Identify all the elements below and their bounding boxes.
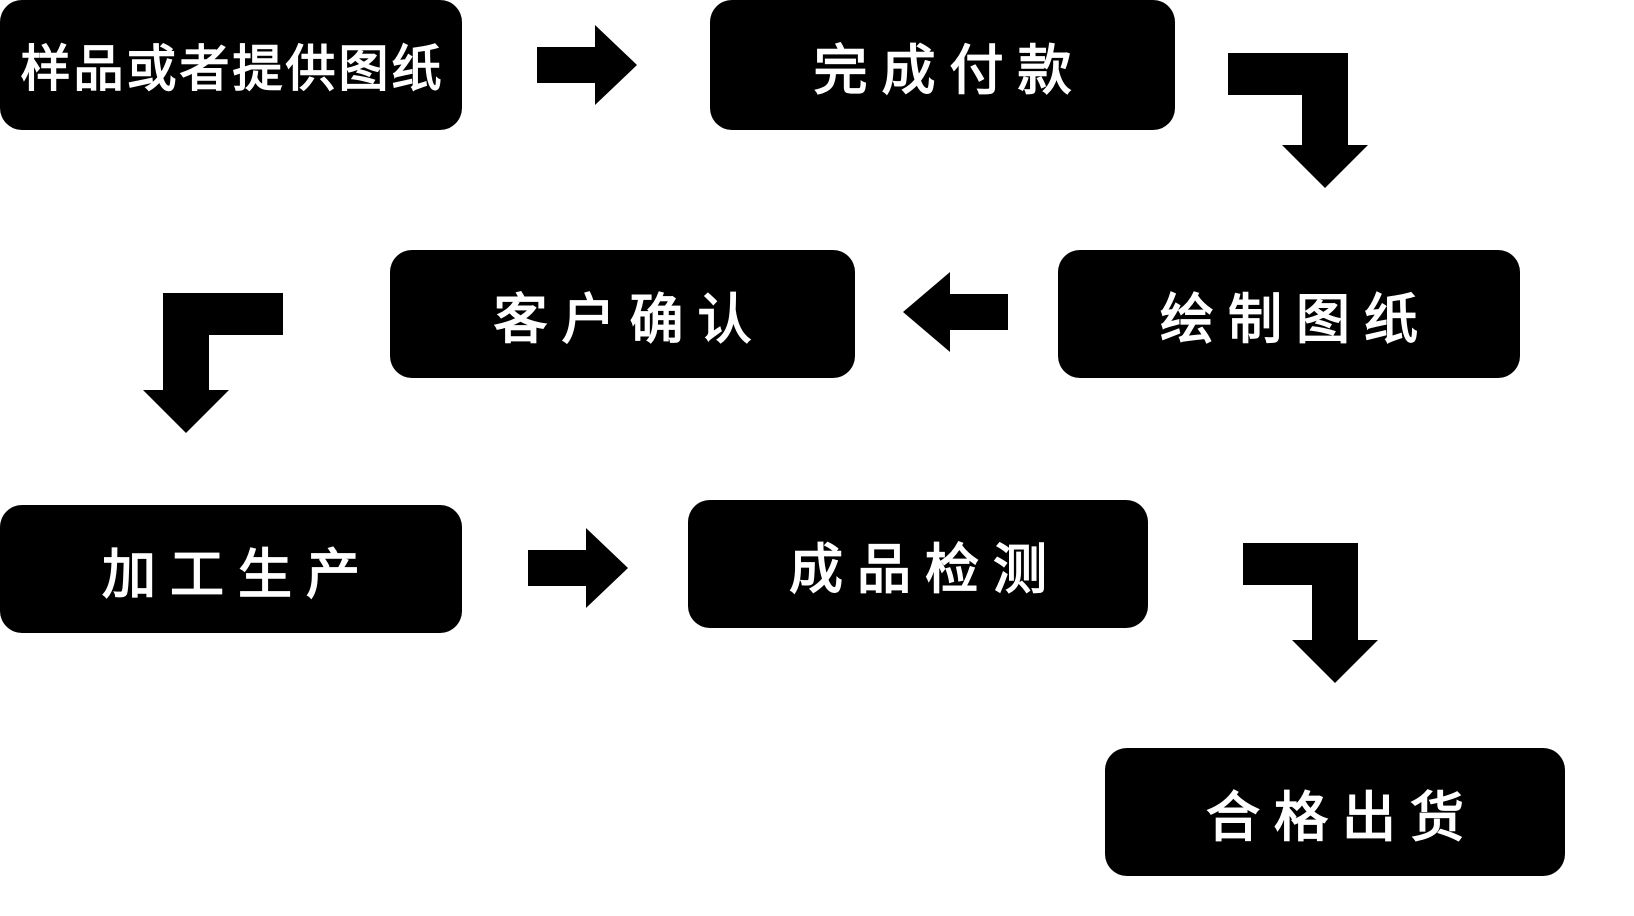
arrow-elbow-right-down-icon <box>1243 543 1378 683</box>
flow-node-payment: 完成付款 <box>710 0 1175 130</box>
flow-node-draw-drawing: 绘制图纸 <box>1058 250 1520 378</box>
node-label-payment: 完成付款 <box>813 40 1086 101</box>
arrow-elbow-left-down-icon <box>143 293 283 433</box>
arrow-left-icon <box>903 272 1008 352</box>
arrow-right-icon <box>537 25 637 105</box>
flow-node-product-inspect: 成品检测 <box>688 500 1148 628</box>
node-label-product-inspect: 成品检测 <box>789 539 1061 600</box>
node-label-qualified-ship: 合格出货 <box>1206 787 1478 848</box>
node-label-customer-confirm: 客户确认 <box>493 289 766 350</box>
node-label-production: 加工生产 <box>102 544 374 605</box>
flow-node-customer-confirm: 客户确认 <box>390 250 855 378</box>
arrow-right-icon <box>528 528 628 608</box>
flow-node-production: 加工生产 <box>0 505 462 633</box>
node-label-sample-or-drawing: 样品或者提供图纸 <box>20 41 445 97</box>
arrow-elbow-right-down-icon <box>1228 53 1368 188</box>
flow-node-sample-or-drawing: 样品或者提供图纸 <box>0 0 462 130</box>
node-label-draw-drawing: 绘制图纸 <box>1160 289 1432 350</box>
flow-node-qualified-ship: 合格出货 <box>1105 748 1565 876</box>
